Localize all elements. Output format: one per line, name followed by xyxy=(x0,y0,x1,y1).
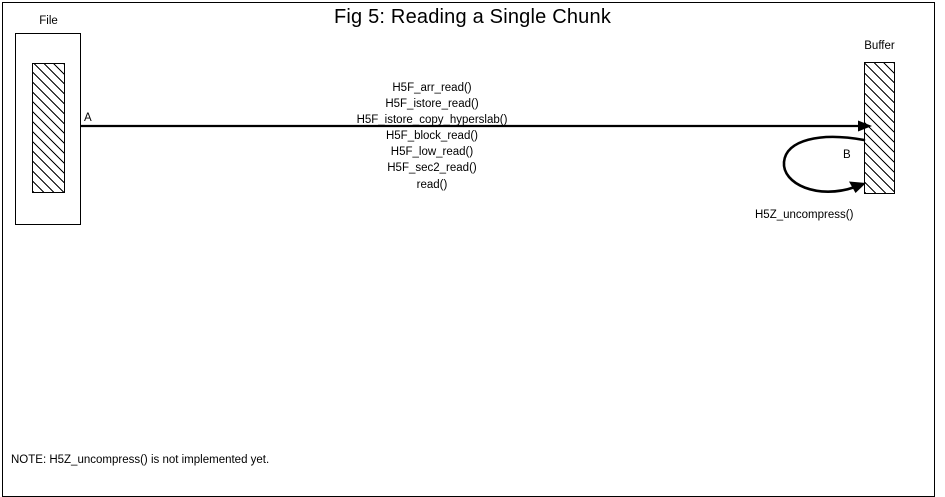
buffer-label: Buffer xyxy=(864,40,895,52)
call-stack-line: H5F_istore_copy_hyperslab() xyxy=(356,114,508,127)
call-stack-line: read() xyxy=(416,178,448,191)
file-label: File xyxy=(39,15,58,27)
transfer-call-stack: H5F_arr_read() H5F_istore_read() H5F_ist… xyxy=(282,80,582,193)
call-stack-line: H5F_arr_read() xyxy=(392,82,472,94)
loop-arrow-label-b: B xyxy=(843,149,851,161)
call-stack-line: H5F_istore_read() xyxy=(385,98,479,111)
figure-title: Fig 5: Reading a Single Chunk xyxy=(333,6,612,28)
loop-arrow-caption: H5Z_uncompress() xyxy=(755,209,854,221)
transfer-arrow-label-a: A xyxy=(84,112,92,124)
call-stack-line: H5F_sec2_read() xyxy=(387,162,477,175)
footer-note: NOTE: H5Z_uncompress() is not implemente… xyxy=(11,454,270,466)
call-stack-line: H5F_block_read() xyxy=(385,130,479,143)
file-chunk-hatched xyxy=(32,63,65,193)
buffer-box-hatched xyxy=(864,62,895,194)
call-stack-line: H5F_low_read() xyxy=(390,146,474,159)
